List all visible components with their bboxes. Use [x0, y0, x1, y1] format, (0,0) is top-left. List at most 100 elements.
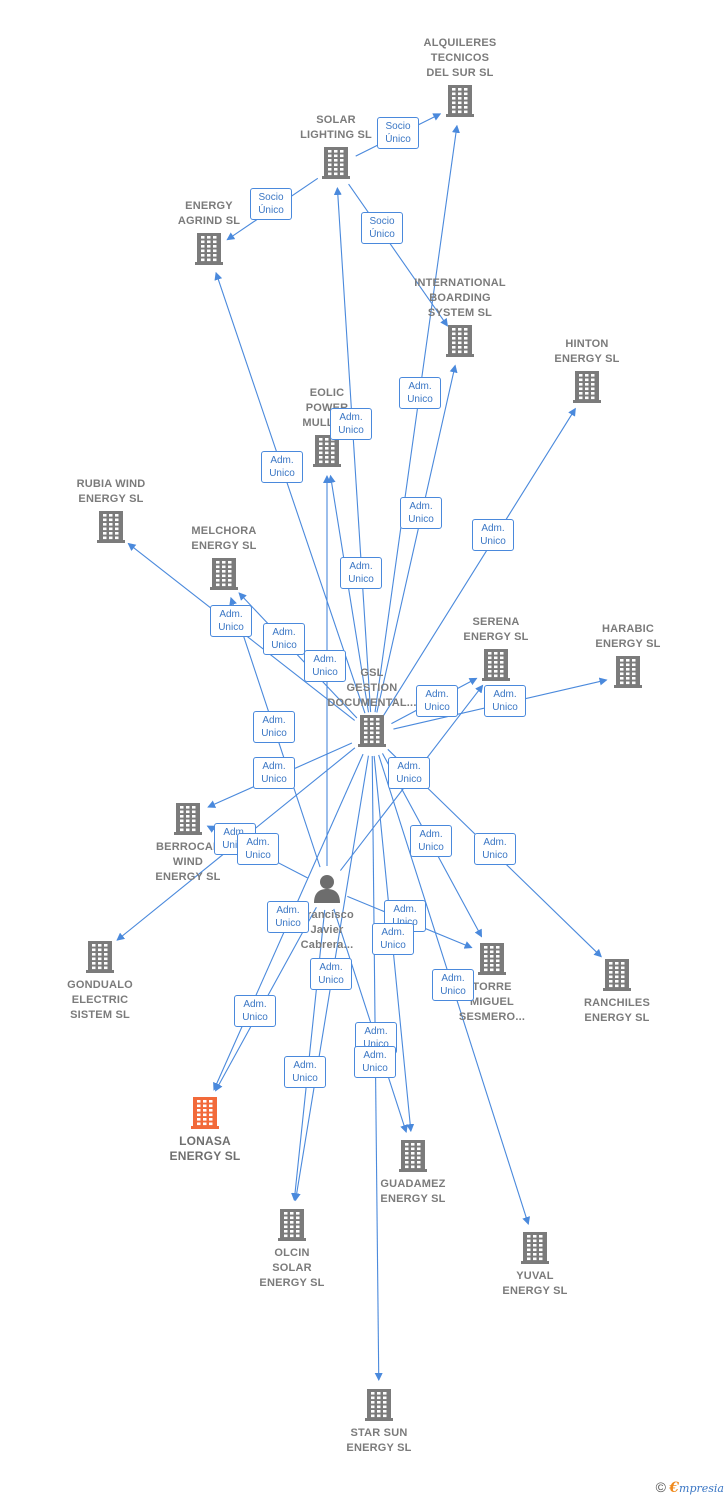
relation-badge[interactable]: Adm. Unico: [310, 958, 352, 990]
node-label: OLCIN SOLAR ENERGY SL: [259, 1247, 325, 1289]
node-berrocal[interactable]: BERROCAL WIND ENERGY SL: [113, 799, 263, 885]
building-icon: [130, 1095, 280, 1134]
relation-badge[interactable]: Adm. Unico: [432, 969, 474, 1001]
node-label: GSL GESTION DOCUMENTAL...: [327, 667, 417, 709]
node-label: YUVAL ENERGY SL: [502, 1270, 568, 1297]
relation-badge[interactable]: Adm. Unico: [253, 711, 295, 743]
node-hinton[interactable]: HINTON ENERGY SL: [512, 337, 662, 408]
relation-badge[interactable]: Adm. Unico: [399, 377, 441, 409]
node-label: GUADAMEZ ENERGY SL: [380, 1178, 446, 1205]
node-solar-lighting[interactable]: SOLAR LIGHTING SL: [261, 113, 411, 184]
relation-badge[interactable]: Adm. Unico: [340, 557, 382, 589]
building-icon: [338, 1138, 488, 1177]
building-icon: [252, 433, 402, 472]
relation-badge[interactable]: Adm. Unico: [237, 833, 279, 865]
node-label: BERROCAL WIND ENERGY SL: [155, 841, 221, 883]
building-icon: [297, 713, 447, 752]
node-label: SOLAR LIGHTING SL: [300, 114, 372, 141]
node-label: STAR SUN ENERGY SL: [346, 1427, 412, 1454]
node-gsl[interactable]: GSL GESTION DOCUMENTAL...: [297, 666, 447, 752]
node-label: SERENA ENERGY SL: [463, 616, 529, 643]
relation-badge[interactable]: Socio Único: [250, 188, 292, 220]
node-label: ALQUILERES TECNICOS DEL SUR SL: [423, 37, 497, 79]
node-label: TORRE MIGUEL SESMERO...: [458, 981, 526, 1023]
building-icon: [512, 369, 662, 408]
node-torre[interactable]: TORRE MIGUEL SESMERO...: [417, 939, 567, 1025]
relation-badge[interactable]: Socio Único: [377, 117, 419, 149]
copyright-icon: ©: [655, 1479, 666, 1495]
edge-gsl-to-energy-agrind: [214, 271, 366, 714]
relation-badge[interactable]: Adm. Unico: [416, 685, 458, 717]
relation-badge[interactable]: Adm. Unico: [472, 519, 514, 551]
relation-badge[interactable]: Socio Único: [361, 212, 403, 244]
node-harabic[interactable]: HARABIC ENERGY SL: [553, 622, 703, 693]
building-icon: [553, 654, 703, 693]
node-starsun[interactable]: STAR SUN ENERGY SL: [304, 1385, 454, 1456]
relation-badge[interactable]: Adm. Unico: [400, 497, 442, 529]
edge-gsl-to-eolic: [327, 474, 370, 713]
building-icon: [36, 509, 186, 548]
relation-badge[interactable]: Adm. Unico: [263, 623, 305, 655]
brand-logo[interactable]: €mpresia: [669, 1480, 724, 1496]
building-icon: [25, 939, 175, 978]
node-alquileres[interactable]: ALQUILERES TECNICOS DEL SUR SL: [385, 36, 535, 122]
edge-francisco-to-olcin: [291, 909, 326, 1202]
relation-badge[interactable]: Adm. Unico: [388, 757, 430, 789]
node-label: HARABIC ENERGY SL: [595, 623, 661, 650]
building-icon: [385, 323, 535, 362]
node-gondualo[interactable]: GONDUALO ELECTRIC SISTEM SL: [25, 937, 175, 1023]
edge-gsl-to-hinton: [383, 407, 576, 716]
relation-badge[interactable]: Adm. Unico: [261, 451, 303, 483]
relation-badge[interactable]: Adm. Unico: [330, 408, 372, 440]
building-icon: [113, 801, 263, 840]
node-label: ENERGY AGRIND SL: [177, 200, 241, 227]
building-icon: [460, 1230, 610, 1269]
edge-francisco-to-guadamez: [333, 908, 408, 1134]
edge-gsl-to-solar-lighting: [333, 186, 372, 713]
building-icon: [217, 1207, 367, 1246]
building-icon: [542, 957, 692, 996]
relation-badge[interactable]: Adm. Unico: [210, 605, 252, 637]
node-lonasa[interactable]: LONASA ENERGY SL: [130, 1093, 280, 1164]
node-guadamez[interactable]: GUADAMEZ ENERGY SL: [338, 1136, 488, 1207]
building-icon: [261, 145, 411, 184]
node-label: EOLIC POWER MULLA...: [302, 387, 352, 429]
node-label: Francisco Javier Cabrera...: [300, 909, 354, 951]
node-francisco[interactable]: Francisco Javier Cabrera...: [252, 871, 402, 953]
building-icon: [385, 83, 535, 122]
node-label: RUBIA WIND ENERGY SL: [76, 478, 146, 505]
relation-badge[interactable]: Adm. Unico: [284, 1056, 326, 1088]
node-olcin[interactable]: OLCIN SOLAR ENERGY SL: [217, 1205, 367, 1291]
relation-badge[interactable]: Adm. Unico: [484, 685, 526, 717]
edge-gsl-to-alquileres: [374, 124, 460, 713]
relation-badge[interactable]: Adm. Unico: [354, 1046, 396, 1078]
node-label: MELCHORA ENERGY SL: [191, 525, 257, 552]
building-icon: [149, 556, 299, 595]
edge-gsl-to-melchora: [238, 592, 358, 719]
node-energy-agrind[interactable]: ENERGY AGRIND SL: [134, 199, 284, 270]
node-label: GONDUALO ELECTRIC SISTEM SL: [67, 979, 133, 1021]
node-serena[interactable]: SERENA ENERGY SL: [421, 615, 571, 686]
node-label: RANCHILES ENERGY SL: [584, 997, 650, 1024]
person-icon: [252, 873, 402, 908]
node-international[interactable]: INTERNATIONAL BOARDING SYSTEM SL: [385, 276, 535, 362]
relation-badge[interactable]: Adm. Unico: [234, 995, 276, 1027]
node-label: INTERNATIONAL BOARDING SYSTEM SL: [414, 277, 506, 319]
node-melchora[interactable]: MELCHORA ENERGY SL: [149, 524, 299, 595]
relation-badge[interactable]: Adm. Unico: [253, 757, 295, 789]
building-icon: [421, 647, 571, 686]
node-label: HINTON ENERGY SL: [554, 338, 620, 365]
node-ranchiles[interactable]: RANCHILES ENERGY SL: [542, 955, 692, 1026]
relation-badge[interactable]: Adm. Unico: [372, 923, 414, 955]
relation-badge[interactable]: Adm. Unico: [474, 833, 516, 865]
node-rubia[interactable]: RUBIA WIND ENERGY SL: [36, 477, 186, 548]
footer-credit: © €mpresia: [656, 1479, 724, 1496]
relation-badge[interactable]: Adm. Unico: [304, 650, 346, 682]
node-yuval[interactable]: YUVAL ENERGY SL: [460, 1228, 610, 1299]
relation-badge[interactable]: Adm. Unico: [267, 901, 309, 933]
building-icon: [304, 1387, 454, 1426]
edge-gsl-to-international: [376, 364, 458, 713]
relation-badge[interactable]: Adm. Unico: [410, 825, 452, 857]
edge-solar-lighting-to-international: [348, 183, 448, 327]
node-label: LONASA ENERGY SL: [169, 1134, 241, 1163]
